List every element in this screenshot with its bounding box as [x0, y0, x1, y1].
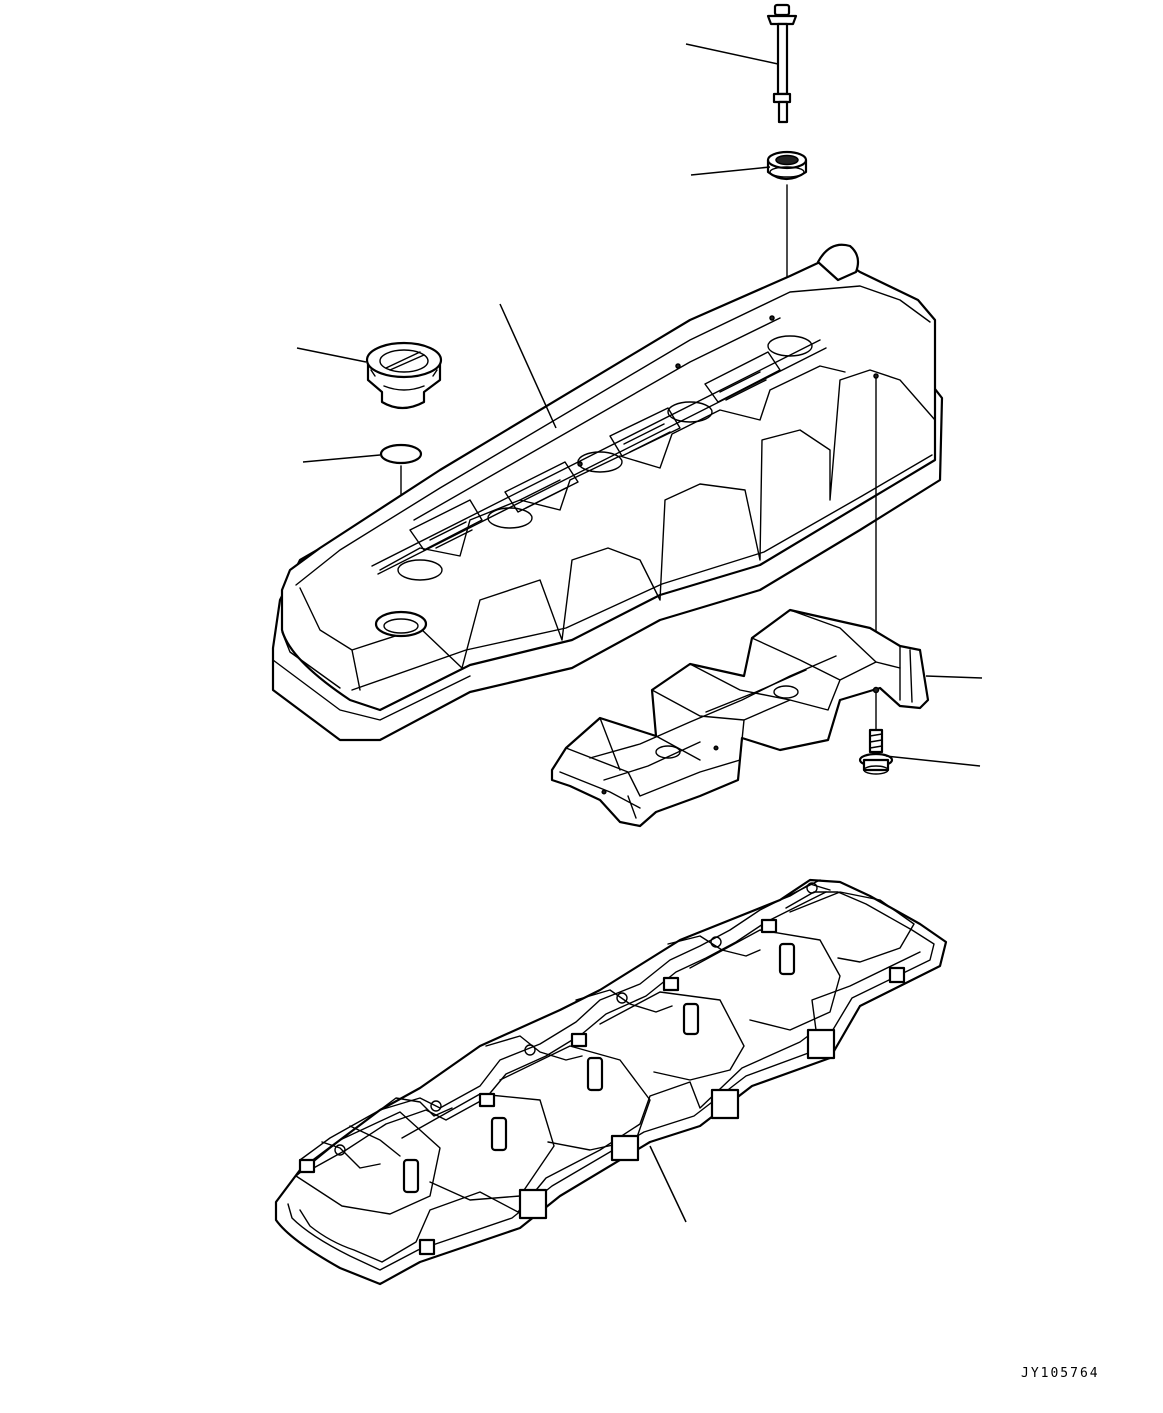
valve-cover-icon — [271, 243, 944, 742]
leader-line-flange-bolt — [885, 755, 981, 767]
leader-line-gasket — [649, 1145, 687, 1223]
leader-line-baffle-plate — [925, 675, 983, 679]
leader-line-valve-cover — [499, 303, 557, 429]
flange-bolt-icon — [858, 728, 894, 775]
leader-line-bolt-long — [685, 43, 779, 65]
bolt-long-icon — [766, 3, 798, 124]
baffle-plate-icon — [550, 608, 930, 828]
grommet-icon — [766, 150, 808, 181]
oil-filler-cap-icon — [365, 341, 443, 410]
leader-line-seal-ring — [302, 454, 381, 463]
leader-line-grommet — [690, 166, 771, 176]
drawing-number: JY105764 — [1021, 1366, 1100, 1381]
seal-ring-icon — [379, 443, 423, 465]
gasket-icon — [274, 878, 948, 1286]
leader-line-oil-filler-cap — [296, 347, 367, 363]
